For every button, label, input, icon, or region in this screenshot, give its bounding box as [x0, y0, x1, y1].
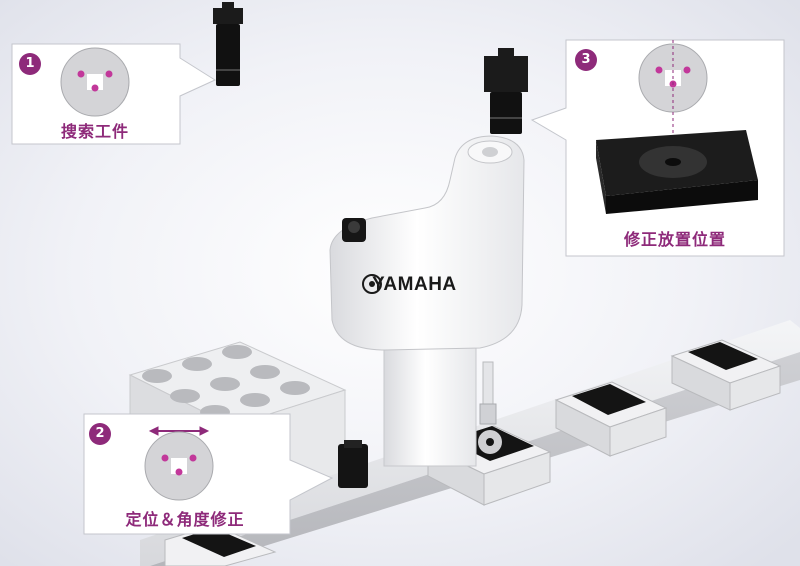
step-number-1: 1 — [25, 56, 35, 71]
brand-logo-text: YAMAHA — [372, 274, 457, 295]
fixture-block-illustration — [596, 130, 758, 214]
scara-robot — [329, 135, 525, 467]
camera-icon — [484, 48, 528, 134]
callout-3-label: 修正放置位置 — [623, 230, 726, 249]
callout-1 — [11, 43, 217, 145]
camera-icon — [213, 2, 243, 86]
step-number-3: 3 — [581, 52, 591, 67]
callout-2 — [83, 413, 334, 535]
gear-icon — [144, 431, 214, 501]
camera-icon — [338, 440, 368, 488]
callout-1-label: 搜索工件 — [60, 122, 129, 141]
step-badge-1 — [19, 53, 41, 75]
rotate-arrow-icon — [148, 426, 210, 436]
step-number-2: 2 — [95, 426, 105, 441]
callout-3 — [530, 39, 785, 257]
gear-icon — [60, 47, 130, 117]
step-badge-2 — [89, 423, 111, 445]
step-badge-3 — [575, 49, 597, 71]
callout-2-label: 定位＆角度修正 — [125, 510, 245, 529]
